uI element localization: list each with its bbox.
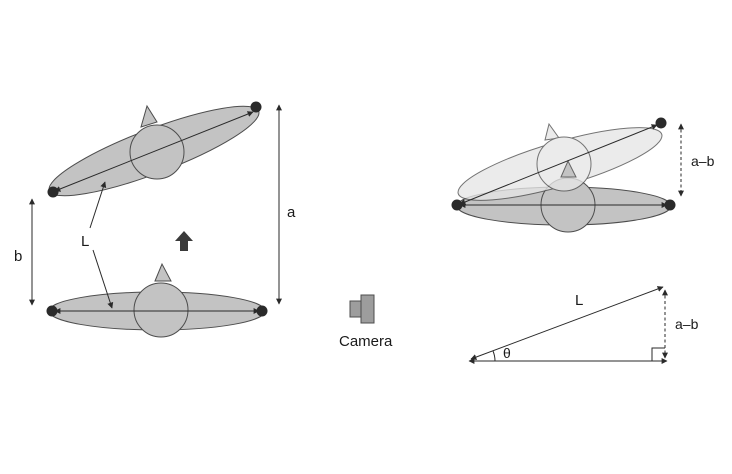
camera-icon <box>349 294 375 324</box>
right-tilted-length-line <box>459 124 658 205</box>
camera-label: Camera <box>339 333 393 350</box>
L-label-left: L <box>81 233 89 250</box>
L-pointer-lower <box>92 249 114 309</box>
lower-left-marker <box>46 305 58 317</box>
lower-level-body <box>46 262 268 338</box>
a-minus-b-label-top: a–b <box>691 153 715 169</box>
a-minus-b-label-triangle: a–b <box>675 316 699 332</box>
upper-head-circle <box>129 124 185 180</box>
theta-label: θ <box>503 345 511 361</box>
lower-right-marker <box>256 305 268 317</box>
upper-nose-triangle <box>140 104 158 128</box>
right-tilted-head <box>536 136 592 192</box>
L-pointer-upper <box>89 181 107 229</box>
upper-tilted-body <box>47 101 262 198</box>
upper-left-marker <box>47 186 59 198</box>
right-common-marker <box>451 199 463 211</box>
theta-arc <box>492 350 496 362</box>
lower-head-circle <box>133 282 189 338</box>
b-label: b <box>14 248 22 265</box>
up-arrow-icon <box>175 231 193 251</box>
a-label: a <box>287 204 296 221</box>
right-tilted-end-marker <box>655 117 667 129</box>
L-label-triangle: L <box>575 292 583 309</box>
upper-right-marker <box>250 101 262 113</box>
right-angle-mark <box>651 347 665 361</box>
lower-nose-triangle <box>154 262 172 282</box>
upper-length-line <box>54 111 254 192</box>
triangle-hypotenuse <box>470 286 664 360</box>
right-level-end-marker <box>664 199 676 211</box>
